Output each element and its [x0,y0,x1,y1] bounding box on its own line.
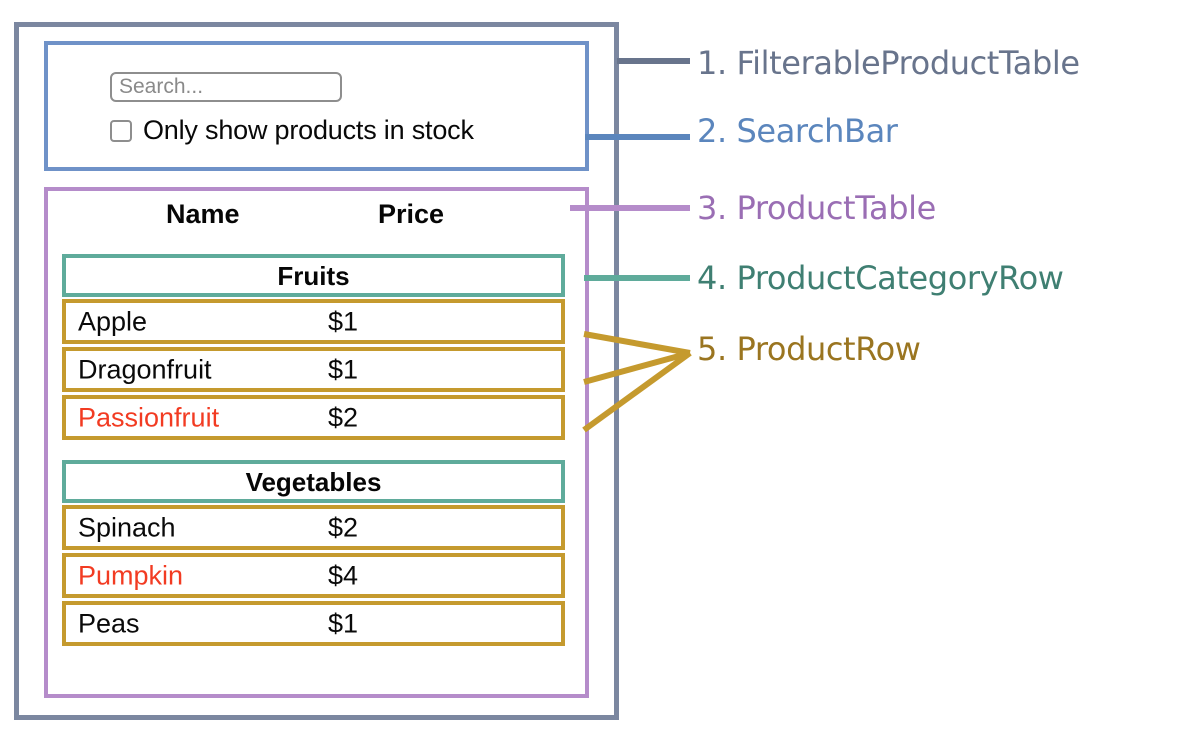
product-price: $2 [328,402,359,432]
product-price: $1 [328,608,359,638]
only-in-stock-checkbox[interactable] [110,119,132,142]
product-rows-area: Fruits Apple $1 Dragonfruit $1 Passionfr… [62,254,565,649]
product-name: Apple [78,306,148,336]
search-bar-frame: Only show products in stock [44,41,589,171]
filterable-product-table-frame: Only show products in stock Name Price F… [14,22,619,720]
legend-label-search-bar: 2. SearchBar [697,112,898,150]
stock-filter-row[interactable]: Only show products in stock [110,115,474,146]
product-name: Peas [78,608,140,638]
product-price: $4 [328,560,359,590]
product-price: $2 [328,512,359,542]
product-row[interactable]: Peas $1 [62,601,565,646]
column-header-name: Name [166,199,240,229]
product-price: $1 [328,306,359,336]
legend-label-product-table: 3. ProductTable [697,189,936,227]
legend-label-filterable-product-table: 1. FilterableProductTable [697,44,1080,82]
product-price: $1 [328,354,359,384]
product-row[interactable]: Spinach $2 [62,505,565,550]
product-table-header: Name Price [48,199,585,241]
only-in-stock-label: Only show products in stock [143,115,474,145]
product-row[interactable]: Passionfruit $2 [62,395,565,440]
product-category-row: Fruits [62,254,565,297]
product-row[interactable]: Pumpkin $4 [62,553,565,598]
product-row[interactable]: Dragonfruit $1 [62,347,565,392]
product-table-frame: Name Price Fruits Apple $1 Dragonfruit $… [44,187,589,698]
legend-label-product-category-row: 4. ProductCategoryRow [697,259,1064,297]
product-category-label: Fruits [277,260,350,291]
product-category-row: Vegetables [62,460,565,503]
product-name: Passionfruit [78,402,220,432]
group-spacer [62,443,565,460]
search-input[interactable] [110,72,342,102]
legend-label-product-row: 5. ProductRow [697,330,921,368]
product-name: Spinach [78,512,176,542]
product-name: Dragonfruit [78,354,212,384]
column-header-price: Price [378,199,445,229]
product-name: Pumpkin [78,560,184,590]
product-category-label: Vegetables [245,466,382,497]
product-row[interactable]: Apple $1 [62,299,565,344]
